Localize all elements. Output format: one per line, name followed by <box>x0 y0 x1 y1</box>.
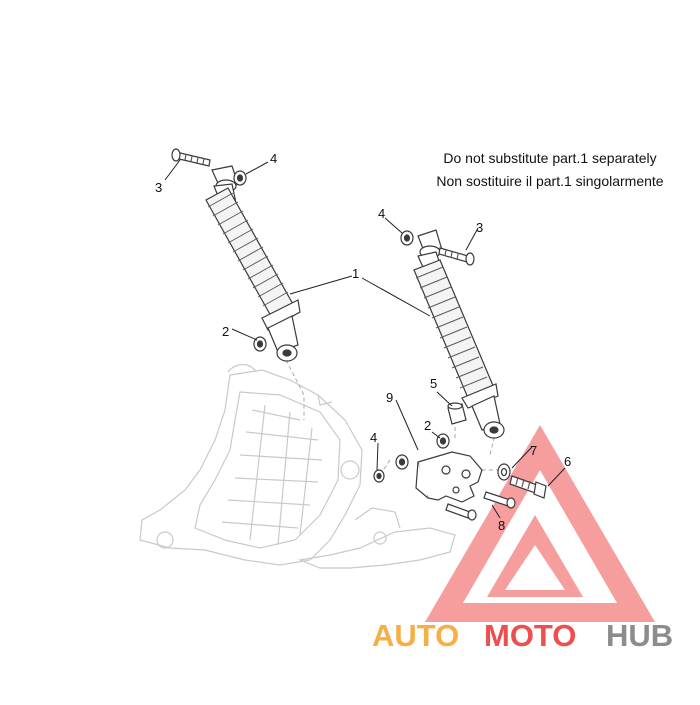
watermark-auto: AUTO <box>372 618 459 653</box>
left-upper-nut <box>233 170 247 186</box>
right-lower-bush <box>436 433 450 449</box>
watermark-hub: HUB <box>606 618 673 653</box>
callout-3-right: 3 <box>476 220 483 235</box>
callout-3-left: 3 <box>155 180 162 195</box>
callout-2-left: 2 <box>222 324 229 339</box>
callout-9: 9 <box>386 390 393 405</box>
bracket <box>415 451 483 503</box>
note-english: Do not substitute part.1 separately <box>443 150 657 166</box>
callout-5: 5 <box>430 376 437 391</box>
bracket-bolt <box>509 475 547 499</box>
spacer <box>447 402 467 425</box>
callout-1: 1 <box>352 266 359 281</box>
left-lower-bush <box>253 336 267 352</box>
lower-screws <box>445 491 516 521</box>
left-upper-bolt <box>171 148 211 167</box>
callout-4-left: 4 <box>270 151 277 166</box>
washer <box>497 463 511 481</box>
watermark-logo <box>425 425 655 622</box>
watermark-text: AUTO MOTO HUB <box>372 618 673 653</box>
callout-2-right: 2 <box>424 418 431 433</box>
callout-7: 7 <box>530 443 537 458</box>
note-italian: Non sostituire il part.1 singolarmente <box>436 173 664 189</box>
shock-absorber-left <box>205 165 301 362</box>
callout-8: 8 <box>498 518 505 533</box>
frame-outline <box>139 363 456 569</box>
callout-numbers: 1 2 3 4 4 3 5 2 9 4 7 6 8 <box>155 151 571 533</box>
right-upper-nut <box>400 230 414 246</box>
watermark-moto: MOTO <box>484 618 576 653</box>
leader-lines <box>164 159 566 519</box>
callout-4-right-top: 4 <box>378 206 385 221</box>
callout-4-bracket: 4 <box>370 430 377 445</box>
bracket-nut <box>373 454 409 483</box>
right-upper-bolt <box>438 247 475 266</box>
callout-6: 6 <box>564 454 571 469</box>
shock-absorber-right <box>413 229 505 439</box>
